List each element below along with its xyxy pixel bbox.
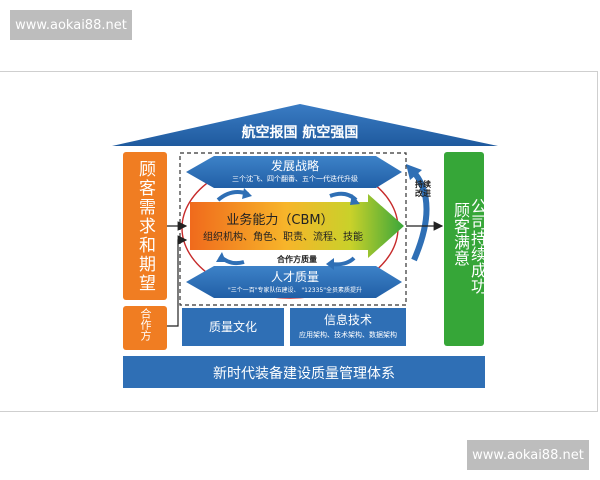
partner-to-core-arrow xyxy=(167,235,188,327)
talent-title: 人才质量 xyxy=(270,270,319,284)
capability-arrow xyxy=(190,194,404,258)
quality-culture-box xyxy=(182,308,284,346)
customer-needs-box xyxy=(123,152,167,300)
capability-subtitle: 组织机构、角色、职责、流程、技能 xyxy=(203,232,363,243)
partner-box xyxy=(123,306,167,350)
talent-hexagon xyxy=(186,266,402,298)
continuous-improve-label: 持续改进 xyxy=(415,180,431,198)
roof-title: 航空报国 航空强国 xyxy=(241,125,359,141)
quality-culture-label: 质量文化 xyxy=(208,320,257,334)
partner-quality-label: 合作方质量 xyxy=(277,255,317,264)
talent-subtitle: "三个一百"专家队伍建设、 "12335"全员素质提升 xyxy=(227,287,363,294)
success-box xyxy=(444,152,484,346)
satisfaction-label: 顾客满意 xyxy=(451,202,470,266)
capability-title: 业务能力（CBM） xyxy=(226,213,334,228)
partner-label: 合作方 xyxy=(139,308,152,341)
info-tech-box xyxy=(290,308,406,346)
watermark-bottom: www.aokai88.net xyxy=(467,440,589,470)
info-tech-subtitle: 应用架构、技术架构、数据架构 xyxy=(299,331,397,339)
info-tech-title: 信息技术 xyxy=(323,313,372,327)
strategy-title: 发展战略 xyxy=(270,159,319,173)
strategy-subtitle: 三个沈飞、四个翻番、五个一代迭代升级 xyxy=(232,175,358,183)
improve-arrow xyxy=(409,167,430,262)
strategy-hexagon xyxy=(186,156,402,188)
foundation-label: 新时代装备建设质量管理体系 xyxy=(213,366,395,382)
customer-needs-label: 顾客需求和期望 xyxy=(135,160,155,293)
roof xyxy=(112,104,498,146)
foundation-bar xyxy=(123,356,485,388)
watermark-top: www.aokai88.net xyxy=(10,10,132,40)
success-label: 公司持续成功 xyxy=(468,198,487,294)
